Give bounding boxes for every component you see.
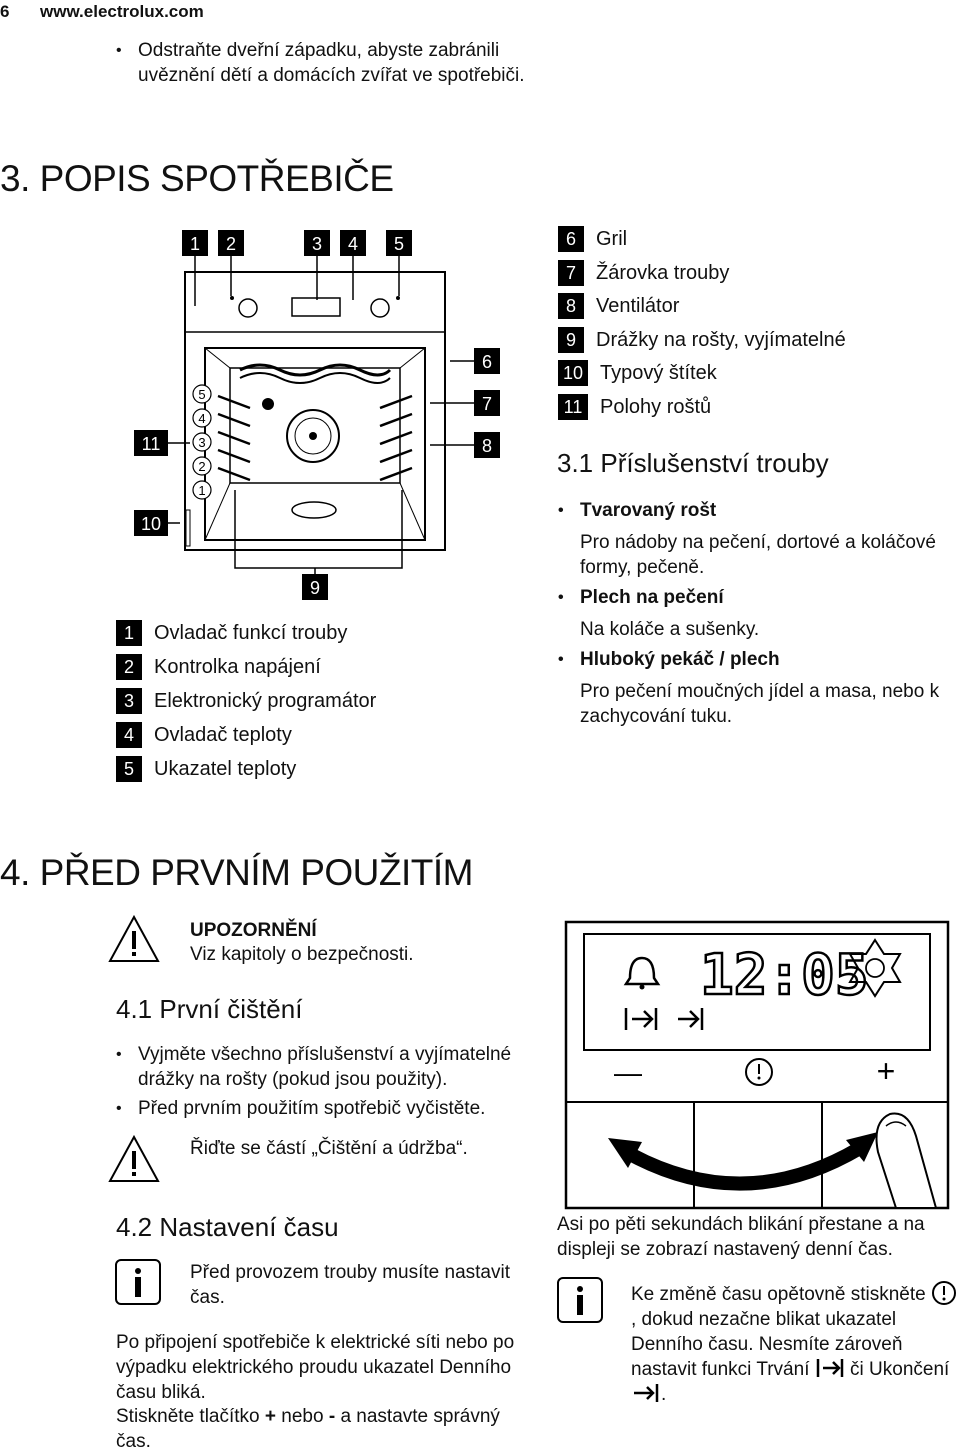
shelf-level-2: 2 (198, 459, 205, 474)
minus-key: - (328, 1406, 336, 1427)
duration-icon (816, 1359, 843, 1377)
legend-label: Drážky na rošty, vyjímatelné (596, 328, 846, 351)
cleaning-warning: Řiďte se částí „Čištění a údržba“. (190, 1138, 468, 1159)
clock-button-icon (931, 1281, 956, 1305)
shelf-level-5: 5 (198, 387, 205, 402)
diagram-label-1: 1 (190, 234, 200, 254)
clock-button-icon (745, 1058, 773, 1086)
diagram-label-7: 7 (482, 394, 492, 414)
accessory-name: Tvarovaný rošt (558, 498, 716, 523)
legend-number: 4 (116, 722, 142, 748)
section-4-title: 4. PŘED PRVNÍM POUŽITÍM (0, 852, 474, 893)
legend-number: 7 (558, 260, 584, 286)
legend-left-item: 5 Ukazatel teploty (116, 756, 296, 782)
shelf-level-4: 4 (198, 411, 205, 426)
diagram-label-2: 2 (226, 234, 236, 254)
cleaning-title: 4.1 První čištění (116, 994, 303, 1024)
plus-button-label: + (877, 1053, 896, 1089)
legend-left-item: 4 Ovladač teploty (116, 722, 292, 748)
page-number: 6 (0, 2, 10, 21)
legend-left-item: 3 Elektronický programátor (116, 688, 376, 714)
oven-diagram: 1 2 3 4 5 6 7 8 9 10 11 (134, 230, 500, 600)
diagram-label-11: 11 (142, 434, 161, 454)
warning-icon (108, 914, 160, 962)
header-url: www.electrolux.com (40, 2, 204, 21)
time-paragraph-2: Stiskněte tlačítko + nebo - a nastavte s… (116, 1406, 500, 1452)
warning-text: Viz kapitoly o bezpečnosti. (190, 944, 414, 965)
legend-number: 8 (558, 293, 584, 319)
legend-left-item: 2 Kontrolka napájení (116, 654, 321, 680)
display-time: 12:05 (700, 943, 869, 1008)
accessory-name: Hluboký pekáč / plech (558, 647, 780, 672)
plus-key: + (264, 1406, 277, 1427)
legend-label: Gril (596, 227, 628, 250)
info-icon (557, 1277, 603, 1323)
legend-number: 5 (116, 756, 142, 782)
right-paragraph: Asi po pěti sekundách blikání přestane a… (557, 1214, 925, 1260)
time-paragraph: Po připojení spotřebiče k elektrické sít… (116, 1332, 515, 1403)
legend-label: Žárovka trouby (596, 261, 730, 284)
accessory-name: Plech na pečení (558, 585, 724, 610)
intro-bullet: Odstraňte dveřní západku, abyste zabráni… (116, 38, 538, 88)
legend-number: 3 (116, 688, 142, 714)
accessories-title: 3.1 Příslušenství trouby (557, 448, 829, 478)
warning-icon (108, 1134, 160, 1182)
cleaning-bullet: Před prvním použitím spotřebič vyčistěte… (116, 1096, 518, 1121)
accessory-desc: Pro pečení moučných jídel a masa, nebo k… (580, 681, 940, 727)
legend-label: Typový štítek (600, 361, 717, 384)
legend-number: 9 (558, 327, 584, 353)
legend-right-item: 10 Typový štítek (558, 360, 717, 386)
minus-button-label: — (614, 1057, 642, 1088)
accessory-desc: Pro nádoby na pečení, dortové a koláčové… (580, 532, 936, 578)
clock-icon (848, 938, 902, 998)
legend-label: Ovladač funkcí trouby (154, 621, 348, 644)
diagram-label-3: 3 (312, 234, 322, 254)
legend-label: Ventilátor (596, 294, 680, 317)
accessory-desc: Na koláče a sušenky. (580, 619, 760, 640)
legend-right-item: 9 Drážky na rošty, vyjímatelné (558, 327, 846, 353)
right-info: Ke změně času opětovně stiskněte , dokud… (631, 1280, 957, 1407)
section-3-title: 3. POPIS SPOTŘEBIČE (0, 158, 394, 199)
legend-label: Ovladač teploty (154, 723, 292, 746)
legend-right-item: 7 Žárovka trouby (558, 260, 729, 286)
time-info: Před provozem trouby musíte nastavit čas… (190, 1262, 510, 1308)
legend-left-item: 1 Ovladač funkcí trouby (116, 620, 347, 646)
legend-label: Elektronický programátor (154, 689, 377, 712)
legend-right-item: 11 Polohy roštů (558, 394, 711, 420)
control-panel-diagram: 12:05 — + (564, 920, 950, 1210)
end-time-icon (634, 1384, 659, 1402)
diagram-label-10: 10 (141, 514, 161, 534)
legend-label: Ukazatel teploty (154, 757, 297, 780)
diagram-label-6: 6 (482, 352, 492, 372)
legend-label: Polohy roštů (600, 395, 712, 418)
warning-title: UPOZORNĚNÍ (190, 920, 317, 941)
legend-label: Kontrolka napájení (154, 655, 321, 678)
diagram-label-5: 5 (394, 234, 404, 254)
diagram-label-4: 4 (348, 234, 358, 254)
legend-number: 2 (116, 654, 142, 680)
legend-number: 1 (116, 620, 142, 646)
legend-right-item: 8 Ventilátor (558, 293, 679, 319)
legend-right-item: 6 Gril (558, 226, 627, 252)
time-title: 4.2 Nastavení času (116, 1212, 339, 1242)
legend-number: 6 (558, 226, 584, 252)
bell-icon (623, 956, 661, 986)
diagram-label-9: 9 (310, 578, 320, 598)
legend-number: 10 (558, 360, 588, 386)
info-icon (115, 1259, 161, 1305)
shelf-level-3: 3 (198, 435, 205, 450)
shelf-level-1: 1 (198, 483, 205, 498)
legend-number: 11 (558, 394, 588, 420)
diagram-label-8: 8 (482, 436, 492, 456)
cleaning-bullet: Vyjměte všechno příslušenství a vyjímate… (116, 1042, 518, 1092)
